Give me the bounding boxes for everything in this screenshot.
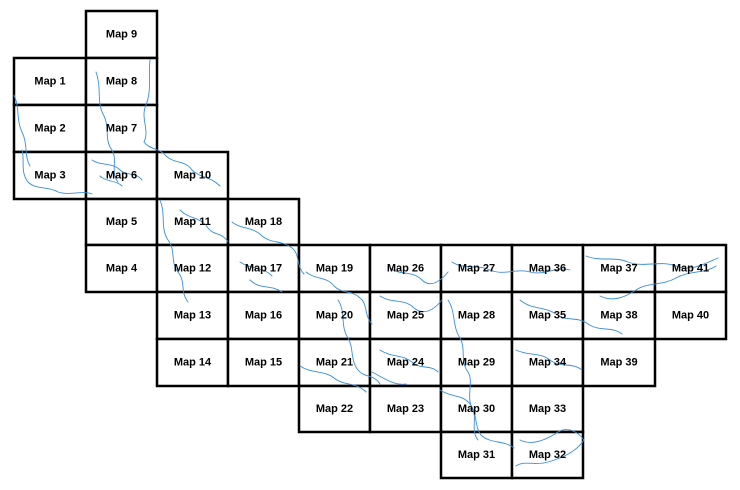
map-tile-4[interactable]	[84, 243, 159, 294]
map-tile-label: Map 21	[316, 356, 353, 368]
map-tile-label: Map 35	[529, 309, 566, 321]
map-tile-20[interactable]	[297, 290, 372, 341]
map-tile-label: Map 31	[458, 449, 495, 461]
map-tile-label: Map 26	[387, 262, 424, 274]
map-tile-label: Map 17	[245, 262, 282, 274]
map-tile-40[interactable]	[653, 290, 728, 341]
map-tile-label: Map 8	[106, 75, 137, 87]
map-tile-label: Map 20	[316, 309, 353, 321]
map-tile-label: Map 12	[174, 262, 211, 274]
map-tile-label: Map 7	[106, 122, 137, 134]
map-tile-labels: Map 9 Map 1 Map 8 Map 2 Map 7 Map 3 Map 6 Map 1…	[34, 28, 709, 461]
map-tile-31[interactable]	[439, 430, 514, 480]
map-tile-label: Map 18	[245, 216, 282, 228]
waterways-overlay	[13, 59, 719, 467]
map-tile-label: Map 27	[458, 262, 495, 274]
map-tile-26[interactable]	[368, 243, 443, 294]
map-tile-label: Map 2	[34, 122, 65, 134]
map-tile-label: Map 33	[529, 403, 566, 415]
map-tile-label: Map 16	[245, 309, 282, 321]
map-tile-22[interactable]	[297, 384, 372, 434]
map-tile-label: Map 30	[458, 403, 495, 415]
map-tile-17[interactable]	[226, 243, 301, 294]
map-tile-label: Map 4	[106, 262, 138, 274]
map-tile-39[interactable]	[581, 337, 657, 388]
map-tile-label: Map 24	[387, 356, 425, 368]
map-tile-label: Map 1	[34, 75, 65, 87]
map-tile-label: Map 9	[106, 28, 137, 40]
map-tile-label: Map 34	[529, 356, 567, 368]
map-tile-label: Map 5	[106, 216, 137, 228]
map-tile-14[interactable]	[155, 337, 230, 388]
map-tile-27[interactable]	[439, 243, 514, 294]
map-tile-23[interactable]	[368, 384, 443, 434]
map-tile-label: Map 22	[316, 403, 353, 415]
map-tile-37[interactable]	[581, 243, 657, 294]
map-tile-label: Map 38	[600, 309, 637, 321]
map-tile-label: Map 36	[529, 262, 566, 274]
map-tile-label: Map 39	[600, 356, 637, 368]
map-tile-11[interactable]	[155, 197, 230, 247]
map-tile-label: Map 28	[458, 309, 495, 321]
map-tile-label: Map 6	[106, 169, 137, 181]
map-tile-32[interactable]	[510, 430, 585, 480]
map-tile-label: Map 41	[672, 262, 709, 274]
map-tile-label: Map 37	[600, 262, 637, 274]
map-tile-label: Map 3	[34, 169, 65, 181]
map-tile-label: Map 14	[174, 356, 212, 368]
map-tile-label: Map 10	[174, 169, 211, 181]
map-tile-label: Map 29	[458, 356, 495, 368]
map-tiles	[12, 9, 728, 480]
map-tile-38[interactable]	[581, 290, 657, 341]
map-tile-label: Map 25	[387, 309, 424, 321]
map-tile-10[interactable]	[155, 150, 230, 201]
map-tile-label: Map 40	[672, 309, 709, 321]
map-tile-label: Map 23	[387, 403, 424, 415]
map-tile-label: Map 19	[316, 262, 353, 274]
map-tile-41[interactable]	[653, 243, 728, 294]
map-tile-label: Map 13	[174, 309, 211, 321]
map-tile-label: Map 32	[529, 449, 566, 461]
map-tile-33[interactable]	[510, 384, 585, 434]
map-tile-label: Map 15	[245, 356, 282, 368]
map-tile-16[interactable]	[226, 290, 301, 341]
map-tile-label: Map 11	[174, 216, 211, 228]
